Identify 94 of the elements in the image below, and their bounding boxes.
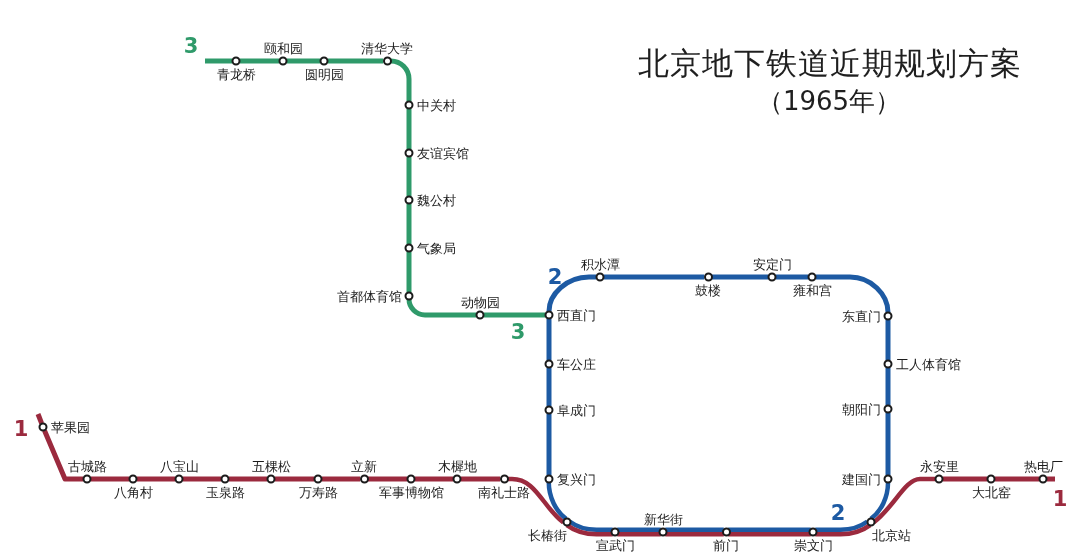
station-name: 清华大学 [361,40,413,56]
metro-line [321,476,361,482]
metro-line [42,429,84,482]
metro-line [815,274,891,313]
station-name: 万寿路 [298,484,338,500]
metro-line [286,58,321,64]
metro-line [942,476,988,482]
metro-line [136,476,176,482]
station-name: 五棵松 [251,458,291,474]
metro-line [728,527,811,532]
station-name: 安定门 [752,256,792,272]
metro-line [228,476,268,482]
metro-line [711,274,769,280]
station-name: 动物园 [460,294,500,310]
metro-line [815,519,869,532]
metro-line [414,476,454,482]
line-number: 2 [547,266,563,288]
metro-line [406,156,412,197]
metro-line [565,523,613,537]
metro-line [885,319,891,361]
metro-line [885,412,891,476]
station-name: 朝阳门 [841,401,881,417]
station-name: 长椿街 [528,527,567,543]
station-name: 永安里 [919,458,959,474]
metro-line [815,523,872,537]
station-name: 北京站 [872,527,911,543]
metro-line [546,367,552,407]
line-number: 3 [183,35,199,57]
station-name: 立新 [351,458,377,474]
station-name: 鼓楼 [695,282,721,298]
metro-line [546,413,552,476]
station-name: 古城路 [67,458,107,474]
station-name: 崇文门 [793,537,833,553]
metro-line [872,476,936,525]
station-name: 雍和宫 [792,282,832,298]
station-name: 新华街 [643,511,683,527]
metro-line [406,203,412,245]
station-name: 八宝山 [159,458,199,474]
metro-line [994,476,1040,482]
station-name: 车公庄 [556,356,596,372]
station-name: 玉泉路 [205,484,245,500]
station-name: 木樨地 [437,458,477,474]
metro-line [775,274,809,280]
metro-line [367,476,408,482]
metro-line [617,527,661,532]
station-name: 友谊宾馆 [416,145,469,161]
metro-line [546,318,552,361]
metro-line [603,274,705,280]
metro-line [274,476,315,482]
metro-line [885,367,891,406]
station-name: 苹果园 [50,419,90,435]
metro-line [665,527,724,532]
metro-line [507,476,565,525]
metro-line [728,532,811,537]
metro-line [182,476,222,482]
station-name: 青龙桥 [216,66,256,82]
station-name: 首都体育馆 [336,288,402,304]
station-name: 阜成门 [556,402,596,418]
metro-line [460,476,501,482]
station-name: 南礼士路 [478,484,530,500]
metro-line [665,532,724,537]
map-subtitle: （1965年） [756,87,902,117]
station-name: 中关村 [416,97,456,113]
station-name: 西直门 [556,307,596,323]
station-name: 工人体育馆 [895,356,961,372]
metro-line [546,274,597,312]
metro-line [568,519,613,532]
metro-line [406,251,412,293]
station-name: 前门 [713,537,739,553]
station-name: 复兴门 [556,471,596,487]
metro-line [483,312,546,318]
metro-line [239,58,280,64]
line-number: 1 [13,418,29,440]
line-number: 1 [1052,488,1068,510]
station-name: 魏公村 [416,192,456,208]
station-name: 东直门 [841,308,881,324]
line-number: 2 [830,502,846,524]
station-name: 热电厂 [1023,458,1063,474]
metro-line [617,532,661,537]
station-name: 气象局 [416,240,456,256]
station-name: 颐和园 [263,40,303,56]
station-name: 八角村 [113,484,153,500]
station-name: 圆明园 [304,66,344,82]
station-name: 积水潭 [580,256,620,272]
line-number: 3 [510,321,526,343]
metro-line [327,58,384,64]
metro-line [205,58,233,64]
metro-line [90,476,130,482]
map-title: 北京地下铁道近期规划方案 [637,44,1023,82]
station-name: 军事博物馆 [378,484,444,500]
station-name: 大北窑 [971,484,1011,500]
station-name: 建国门 [841,471,881,487]
metro-line [406,108,412,150]
station-name: 宣武门 [595,537,635,553]
